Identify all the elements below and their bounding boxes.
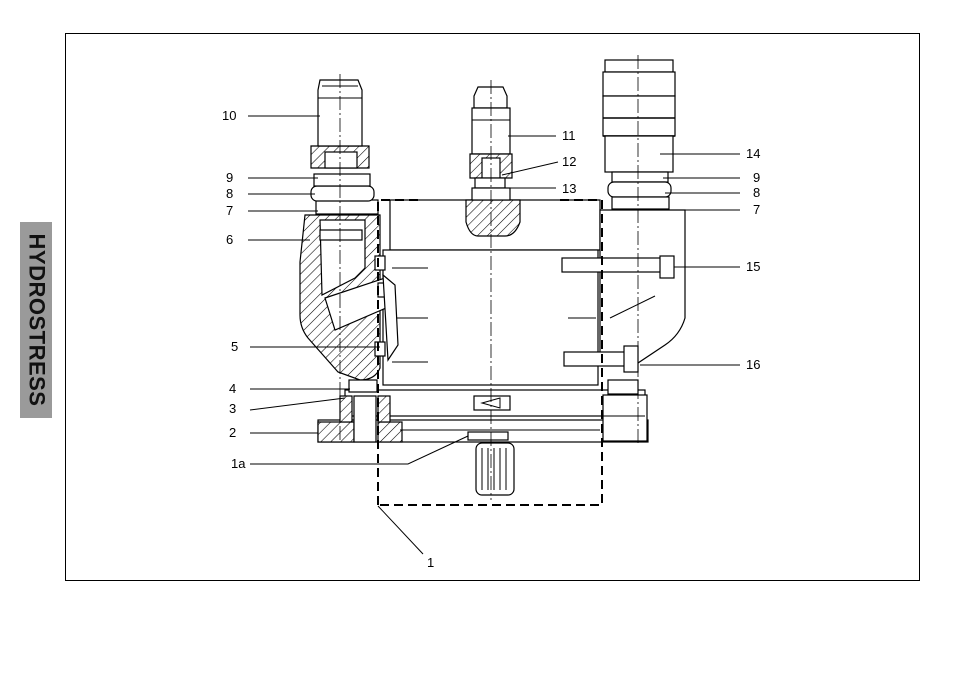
label-14: 14	[746, 146, 760, 161]
label-12: 12	[562, 154, 576, 169]
label-11: 11	[562, 128, 576, 143]
label-15: 15	[746, 259, 760, 274]
left-fitting	[300, 80, 398, 442]
label-5: 5	[231, 339, 238, 354]
label-10: 10	[222, 108, 236, 123]
label-6: 6	[226, 232, 233, 247]
label-2: 2	[229, 425, 236, 440]
label-3: 3	[229, 401, 236, 416]
label-13: 13	[562, 181, 576, 196]
label-8-left: 8	[226, 186, 233, 201]
label-9-left: 9	[226, 170, 233, 185]
label-8-right: 8	[753, 185, 760, 200]
label-7-left: 7	[226, 203, 233, 218]
label-16: 16	[746, 357, 760, 372]
label-9-right: 9	[753, 170, 760, 185]
label-4: 4	[229, 381, 236, 396]
label-1: 1	[427, 555, 434, 570]
label-7-right: 7	[753, 202, 760, 217]
label-1a: 1a	[231, 456, 246, 471]
